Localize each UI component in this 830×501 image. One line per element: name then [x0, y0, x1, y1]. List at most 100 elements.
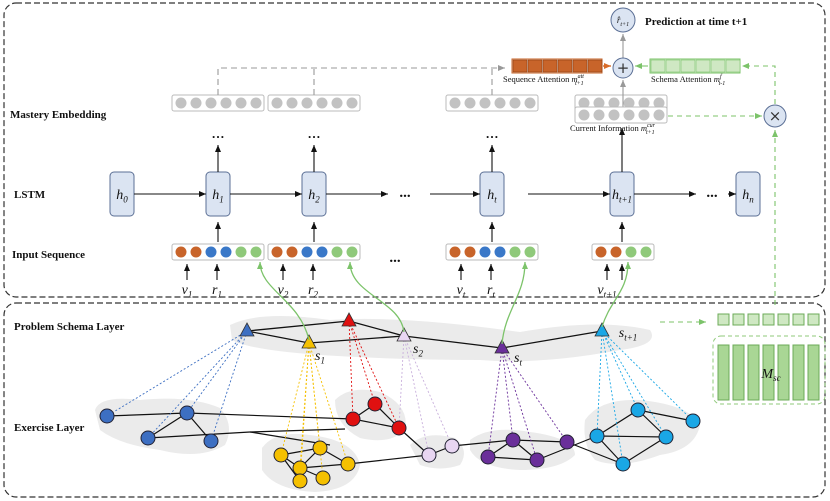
mastery-cell — [479, 97, 491, 109]
input-cell — [509, 246, 521, 258]
schema-matrix-column — [807, 344, 820, 401]
schema-attention-cell — [665, 59, 681, 73]
upper-panel — [3, 2, 826, 298]
input-cell — [464, 246, 476, 258]
hidden-state-label-2: h2 — [308, 188, 320, 205]
schema-edge — [348, 320, 405, 337]
schema-exercise-link — [398, 335, 405, 429]
schema-exercise-link — [501, 347, 568, 443]
times-symbol: × — [769, 107, 782, 125]
mastery-cell — [509, 97, 521, 109]
input-cell — [610, 246, 622, 258]
exercise-edge — [299, 463, 349, 469]
prediction-node: r̂t+1 — [610, 7, 636, 33]
schema-edge — [246, 320, 350, 332]
mastery-cell — [449, 97, 461, 109]
mastery-cell — [593, 97, 605, 109]
label-lstm: LSTM — [14, 189, 46, 201]
schema-exercise-link — [299, 342, 310, 482]
schema-node-3 — [396, 327, 412, 342]
vertical-ellipsis: … — [486, 126, 499, 141]
current-information-cell — [623, 109, 635, 121]
exercise-node-yellow — [315, 470, 331, 486]
exercise-edge — [347, 454, 430, 465]
mastery-cell — [464, 97, 476, 109]
schema-attention-cell — [725, 59, 741, 73]
exercise-node-yellow — [292, 473, 308, 489]
prediction-subscript: t+1 — [620, 22, 629, 28]
exercise-edge — [566, 441, 624, 465]
current-information-cell — [608, 109, 620, 121]
hidden-state-label-5: hn — [742, 188, 754, 205]
schema-exercise-link — [280, 342, 310, 456]
schema-exercise-link — [596, 330, 603, 437]
input-cell — [205, 246, 217, 258]
schema-edge — [308, 335, 405, 344]
schema-attention-cell — [695, 59, 711, 73]
schema-node-4 — [494, 339, 510, 354]
plus-symbol: + — [617, 59, 630, 77]
exercise-edge — [512, 439, 568, 443]
schema-vector-cell — [762, 313, 775, 326]
schema-matrix-column — [792, 344, 805, 401]
svg-text:r̂t+1: r̂t+1 — [617, 15, 629, 28]
schema-exercise-link — [601, 330, 624, 465]
mastery-cell — [205, 97, 217, 109]
input-cell — [235, 246, 247, 258]
label-exercise-layer: Exercise Layer — [14, 422, 84, 434]
schema-node-5 — [594, 322, 610, 337]
exercise-node-cyan — [658, 429, 674, 445]
vertical-ellipsis: … — [308, 126, 321, 141]
input-cell — [190, 246, 202, 258]
prediction-symbol: r̂ — [617, 15, 621, 25]
mastery-cell — [346, 97, 358, 109]
times-operator: × — [763, 104, 787, 128]
input-cell — [449, 246, 461, 258]
exercise-edge — [106, 412, 188, 417]
current-information-cell — [653, 109, 665, 121]
mastery-cell — [524, 97, 536, 109]
exercise-edge — [487, 456, 538, 461]
mastery-cell — [235, 97, 247, 109]
label-mastery-embedding: Mastery Embedding — [10, 109, 107, 121]
schema-exercise-link — [403, 335, 453, 447]
schema-matrix-column — [777, 344, 790, 401]
schema-exercise-link — [403, 335, 430, 456]
schema-edge — [403, 335, 503, 349]
exercise-node-purple — [505, 432, 521, 448]
exercise-node-purple — [480, 449, 496, 465]
schema-exercise-link — [106, 330, 248, 417]
schema-exercise-link — [308, 342, 324, 479]
mastery-cell — [331, 97, 343, 109]
schema-matrix-column — [762, 344, 775, 401]
schema-exercise-link — [348, 320, 376, 405]
schema-node-0 — [239, 322, 255, 337]
input-cell — [494, 246, 506, 258]
schema-exercise-link — [308, 342, 349, 465]
input-v-3: vt+1 — [597, 283, 616, 300]
mastery-cell — [286, 97, 298, 109]
mastery-cell — [250, 97, 262, 109]
schema-vector-cell — [717, 313, 730, 326]
ellipsis: ... — [399, 185, 411, 201]
sequence-attention-cell — [512, 59, 528, 73]
schema-attention-cell — [710, 59, 726, 73]
exercise-node-blue — [140, 430, 156, 446]
schema-vector-cell — [792, 313, 805, 326]
sequence-attention-cell — [527, 59, 543, 73]
hidden-state-label-3: ht — [487, 188, 497, 205]
plus-operator: + — [612, 57, 634, 79]
schema-vector-cell — [777, 313, 790, 326]
input-cell — [595, 246, 607, 258]
exercise-edge — [596, 435, 667, 438]
schema-matrix-column — [732, 344, 745, 401]
input-vector-3 — [591, 243, 655, 261]
exercise-node-blue — [179, 405, 195, 421]
input-cell — [346, 246, 358, 258]
schema-to-input-curve — [257, 261, 310, 341]
exercise-edge — [622, 436, 667, 465]
lower-panel — [3, 302, 826, 498]
